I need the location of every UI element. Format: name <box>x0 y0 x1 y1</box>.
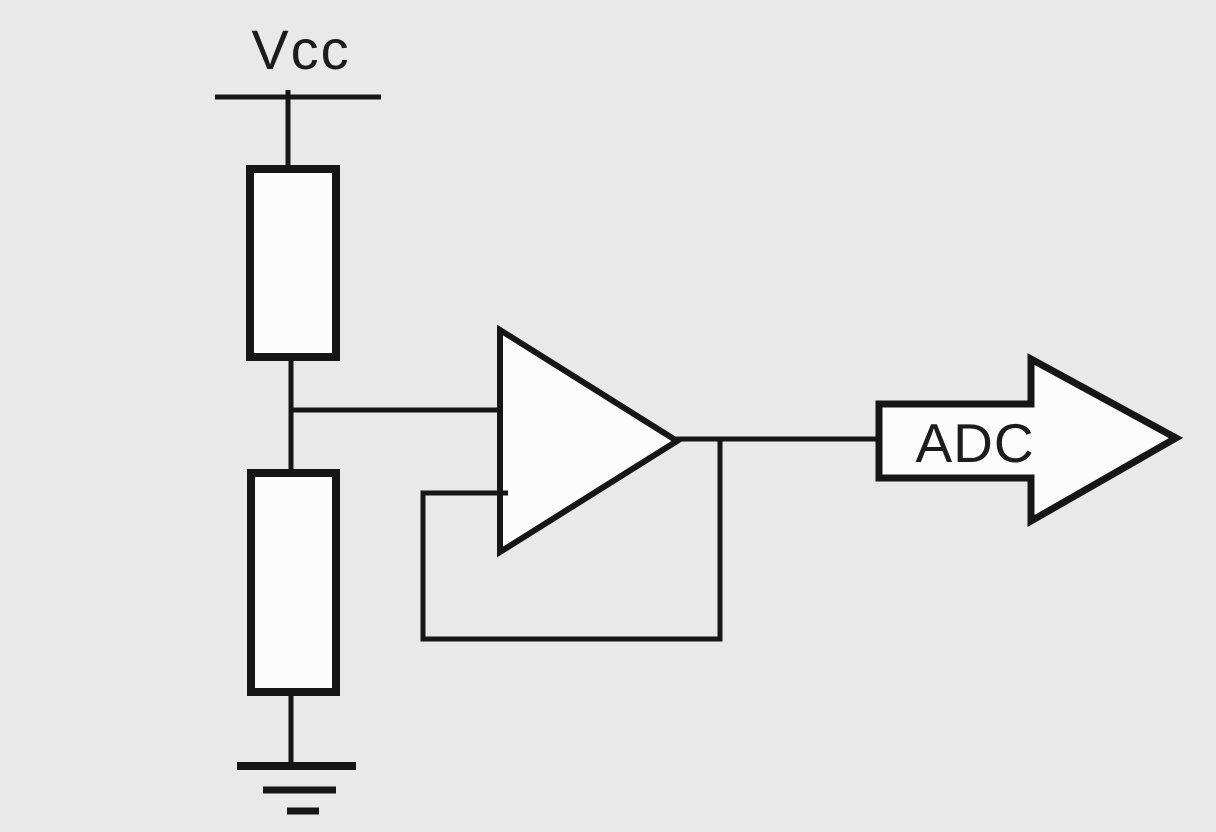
resistor-r2 <box>247 469 340 696</box>
resistor-r1 <box>246 165 340 361</box>
adc-block-arrow <box>875 353 1184 528</box>
adc-label: ADC <box>915 412 1034 474</box>
feedback-wire <box>420 437 723 642</box>
vcc-label: Vcc <box>251 18 350 81</box>
opamp-buffer <box>497 324 683 558</box>
ground-icon <box>237 762 356 815</box>
